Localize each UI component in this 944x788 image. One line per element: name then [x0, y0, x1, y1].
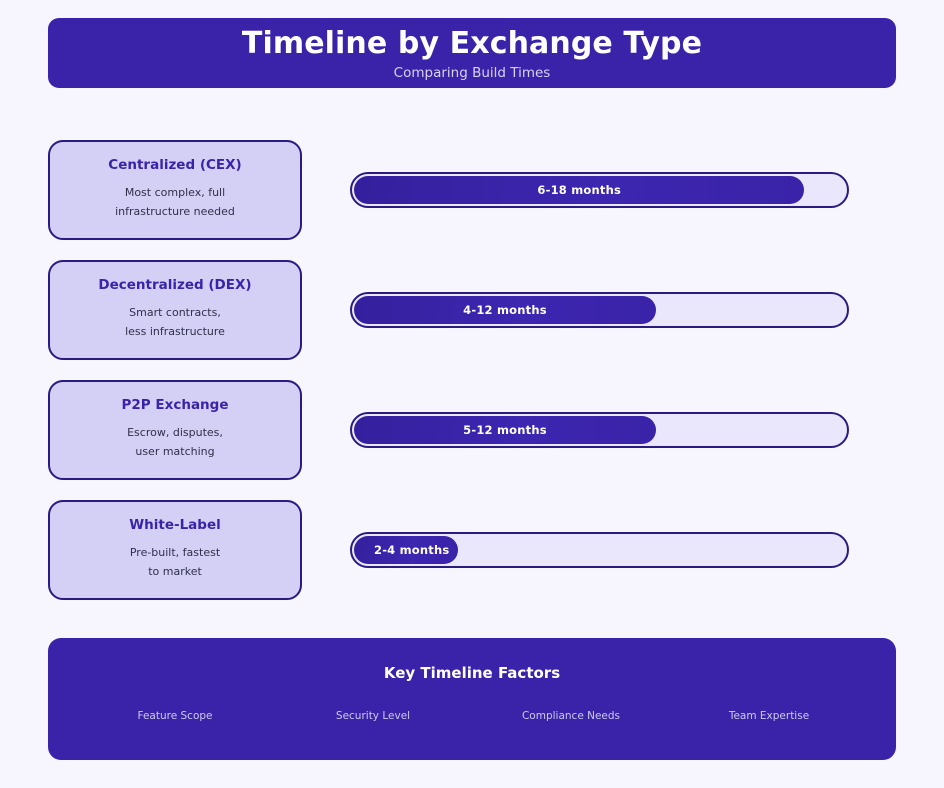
description-line-2: user matching [135, 445, 215, 459]
exchange-type-name: P2P Exchange [121, 396, 229, 413]
description-line-1: Most complex, full [124, 186, 226, 199]
exchange-type-description: Escrow, disputes, user matching [127, 423, 223, 462]
timeline-row: Centralized (CEX) Most complex, full inf… [0, 140, 944, 240]
timeline-bar-label: 4-12 months [463, 303, 547, 317]
exchange-type-description: Smart contracts, less infrastructure [125, 303, 225, 342]
key-factors-title: Key Timeline Factors [383, 664, 561, 682]
exchange-type-card-white-label[interactable]: White-Label Pre-built, fastest to market [48, 500, 302, 600]
exchange-type-name: Centralized (CEX) [108, 156, 242, 173]
timeline-bar-fill: 5-12 months [354, 416, 656, 444]
timeline-bar-track[interactable]: 6-18 months [350, 172, 849, 208]
timeline-row: Decentralized (DEX) Smart contracts, les… [0, 260, 944, 360]
description-line-2: infrastructure needed [115, 205, 235, 219]
timeline-bar-track[interactable]: 2-4 months [350, 532, 849, 568]
exchange-type-card-p2p[interactable]: P2P Exchange Escrow, disputes, user matc… [48, 380, 302, 480]
description-line-1: Smart contracts, [129, 306, 221, 319]
key-factor-item: Security Level [335, 710, 411, 722]
timeline-bar-label: 2-4 months [374, 543, 450, 557]
timeline-bar-track[interactable]: 4-12 months [350, 292, 849, 328]
timeline-bar-fill: 6-18 months [354, 176, 805, 204]
key-factor-item: Team Expertise [728, 710, 810, 722]
exchange-type-card-dex[interactable]: Decentralized (DEX) Smart contracts, les… [48, 260, 302, 360]
timeline-row: P2P Exchange Escrow, disputes, user matc… [0, 380, 944, 480]
timeline-rows: Centralized (CEX) Most complex, full inf… [0, 140, 944, 620]
timeline-bar-fill: 2-4 months [354, 536, 458, 564]
timeline-bar-label: 5-12 months [463, 423, 547, 437]
header-banner: Timeline by Exchange Type Comparing Buil… [48, 18, 896, 88]
exchange-type-description: Most complex, full infrastructure needed [115, 183, 235, 222]
key-factors-panel: Key Timeline Factors Feature Scope Secur… [48, 638, 896, 760]
exchange-type-card-cex[interactable]: Centralized (CEX) Most complex, full inf… [48, 140, 302, 240]
description-line-1: Escrow, disputes, [127, 426, 223, 439]
key-factors-list: Feature Scope Security Level Compliance … [48, 711, 896, 722]
timeline-bar-label: 6-18 months [537, 183, 622, 197]
description-line-2: less infrastructure [125, 325, 225, 339]
key-factor-item: Feature Scope [137, 710, 213, 722]
exchange-type-name: White-Label [129, 516, 221, 533]
exchange-type-description: Pre-built, fastest to market [130, 543, 220, 582]
timeline-bar-fill: 4-12 months [354, 296, 656, 324]
timeline-bar-track[interactable]: 5-12 months [350, 412, 849, 448]
key-factor-item: Compliance Needs [521, 710, 621, 722]
page-title: Timeline by Exchange Type [241, 26, 703, 61]
timeline-row: White-Label Pre-built, fastest to market… [0, 500, 944, 600]
exchange-type-name: Decentralized (DEX) [98, 276, 252, 293]
page-subtitle: Comparing Build Times [393, 64, 551, 81]
description-line-2: to market [148, 565, 202, 579]
description-line-1: Pre-built, fastest [129, 546, 221, 559]
